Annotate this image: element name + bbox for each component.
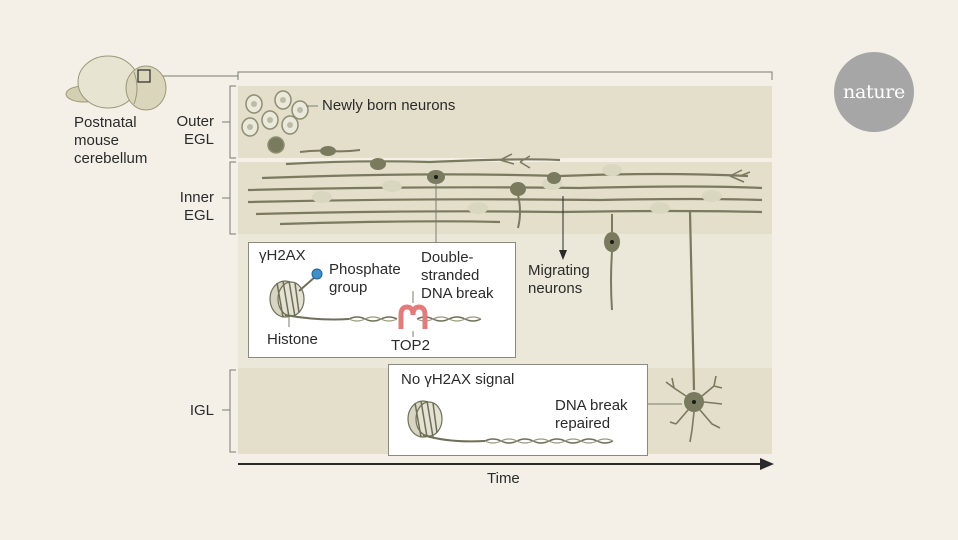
newly-born-cells: [241, 90, 309, 154]
top2-icon: [398, 304, 428, 329]
migrating-arrowhead: [559, 250, 567, 260]
phosphate-icon: [311, 268, 323, 280]
top2-label: TOP2: [391, 337, 430, 354]
histone-icon-repaired: [407, 400, 443, 438]
time-arrowhead: [760, 458, 774, 470]
brain-icon: [65, 55, 167, 111]
nature-logo: nature: [834, 52, 914, 132]
bipolar-neuron-outer: [299, 146, 361, 156]
layer-brackets: [222, 85, 236, 453]
time-label: Time: [487, 470, 520, 487]
outer-egl-band: [238, 86, 772, 158]
cell-nuclei: [247, 97, 303, 130]
specimen-label: Postnatal mouse cerebellum: [74, 114, 148, 167]
phosphate-stalk: [298, 276, 316, 292]
mature-neuron: [665, 375, 723, 443]
histone-label: Histone: [267, 331, 318, 348]
no-signal-label: No γH2AX signal: [401, 371, 515, 388]
igl-label: IGL: [189, 402, 214, 419]
top-bracket: [237, 71, 773, 80]
inset-break-art: [269, 268, 482, 337]
descending-process-1: [517, 194, 521, 229]
newly-born-label: Newly born neurons: [322, 97, 456, 114]
migrating-neuron: [604, 214, 620, 311]
igl-axon: [688, 211, 696, 391]
fiber-somas: [370, 158, 561, 196]
inset-repaired-art: [407, 400, 614, 444]
histone-icon: [269, 280, 305, 318]
fiber-branches: [499, 153, 751, 183]
gh2ax-label: γH2AX: [259, 247, 306, 264]
